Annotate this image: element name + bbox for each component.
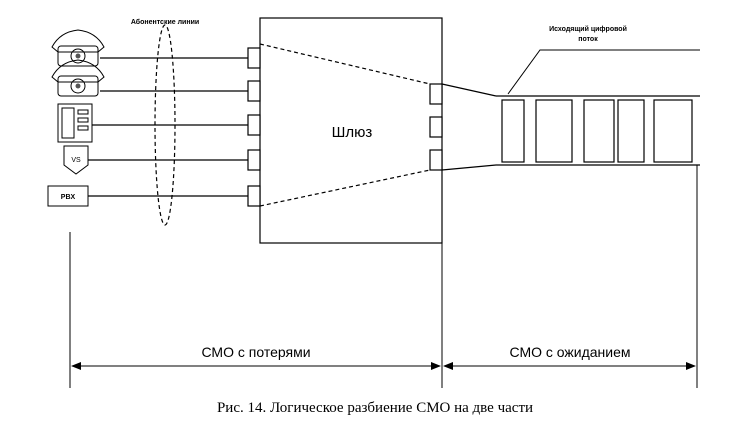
outgoing-stream-label-line1: Исходящий цифровой (549, 25, 627, 33)
gateway-output-ports (429, 83, 443, 171)
gateway-label: Шлюз (332, 124, 373, 141)
vs-terminal: VS (63, 145, 89, 175)
outgoing-digital-stream (496, 95, 700, 166)
outgoing-stream-pointer (507, 49, 700, 95)
boundary-lines (69, 165, 698, 388)
figure-caption: Рис. 14. Логическое разбиение СМО на две… (217, 400, 533, 416)
pbx-terminal-label: PBX (61, 194, 76, 201)
subscriber-lines (88, 57, 248, 197)
subscriber-lines-label: Абонентские линии (131, 18, 199, 26)
telephone-2-icon (51, 59, 105, 97)
vs-terminal-label: VS (71, 157, 81, 164)
outgoing-stream-label-line2: поток (578, 36, 598, 43)
outgoing-funnel (441, 83, 497, 171)
fax-machine-icon (57, 103, 93, 143)
pbx-terminal: PBX (47, 185, 89, 207)
wait-system-label: СМО с ожиданием (509, 344, 630, 360)
loss-system-label: СМО с потерями (201, 344, 310, 360)
gateway-input-ports (247, 47, 261, 207)
subscriber-lines-group (154, 24, 176, 226)
concentration-lines (259, 43, 431, 207)
telephone-1-icon (51, 29, 105, 67)
